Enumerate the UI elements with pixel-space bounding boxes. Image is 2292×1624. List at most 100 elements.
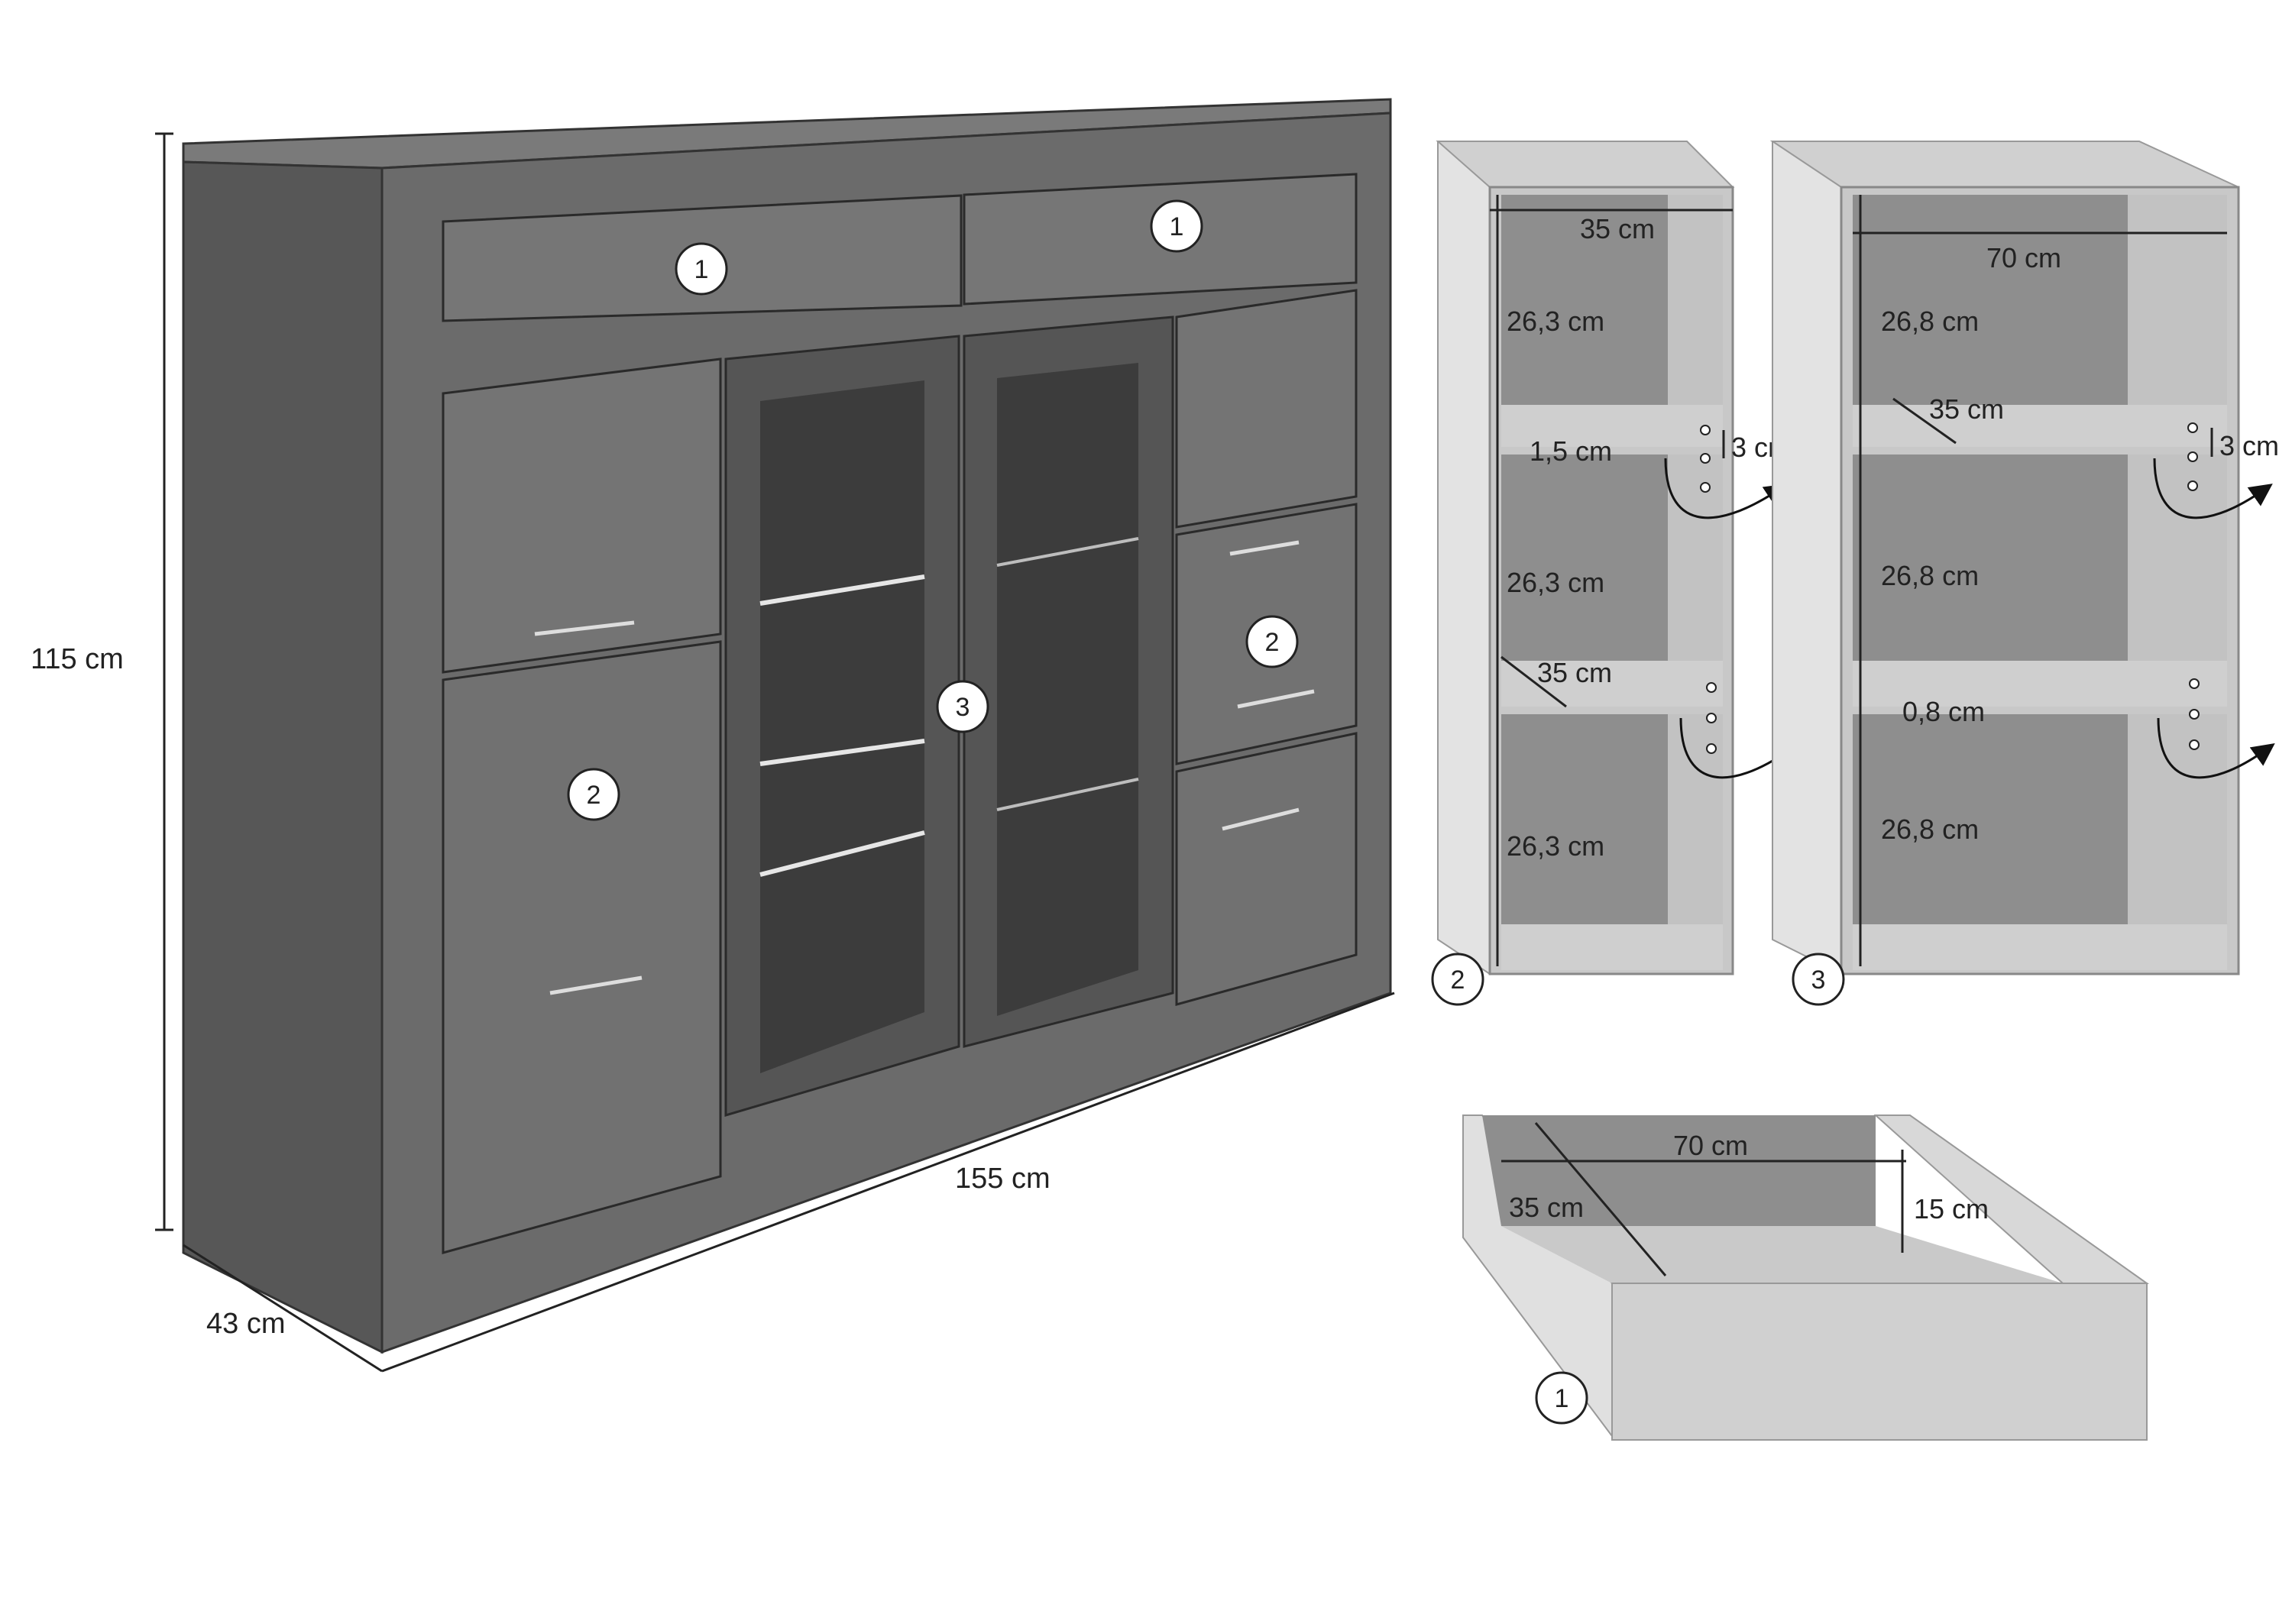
- shelf-adjust-arrow: [2157, 717, 2275, 779]
- door-left-lower: [442, 640, 722, 1254]
- drawer-1-badge: 1: [1535, 1371, 1588, 1425]
- drawer-1-diagram: 70 cm 35 cm 15 cm 1: [1462, 1114, 2150, 1441]
- badge-door-right-text: 2: [1265, 628, 1280, 657]
- drawer-1-bottom: [1501, 1226, 2063, 1283]
- cabinet-3-shelf: [1853, 405, 2227, 447]
- drawer-1-height-label: 15 cm: [1914, 1193, 1989, 1224]
- cabinet-3-shelf: [1853, 661, 2227, 707]
- cabinet-2-shelf: [1501, 661, 1723, 707]
- cabinet-3-compartment: [1853, 714, 2128, 924]
- cabinet-2-base: [1501, 924, 1723, 970]
- cabinet-2-compartment: [1501, 714, 1668, 924]
- cabinet-2-compartment-label-2: 26,3 cm: [1507, 567, 1604, 598]
- badge-drawer-right-text: 1: [1170, 212, 1184, 241]
- shelf-peg-hole: [1700, 425, 1711, 435]
- drawer-1-depth-label: 35 cm: [1509, 1192, 1584, 1223]
- door-left-upper: [442, 357, 722, 674]
- shelf-peg-hole: [1706, 682, 1717, 693]
- handle: [534, 620, 635, 636]
- glass-pane-left: [760, 380, 924, 1073]
- door-right-lower: [1175, 732, 1358, 1006]
- badge-drawer-left-text: 1: [694, 255, 709, 284]
- shelf-peg-hole: [2187, 480, 2198, 491]
- shelf-peg-hole: [2189, 678, 2200, 689]
- glass-pane-right: [997, 363, 1138, 1016]
- badge-door-right: 2: [1245, 615, 1299, 668]
- cabinet-2-compartment-label-1: 26,3 cm: [1507, 306, 1604, 337]
- badge-drawer-left: 1: [675, 242, 728, 296]
- cabinet-3-side: [1772, 141, 1842, 975]
- shelf-peg-hole: [1706, 743, 1717, 754]
- depth-label: 43 cm: [206, 1308, 285, 1340]
- cabinet-3-badge-text: 3: [1811, 966, 1826, 995]
- width-dimension-line: [381, 992, 1395, 1373]
- cabinet-3-base: [1853, 924, 2227, 970]
- cabinet-3-shelf-thickness-label: 0,8 cm: [1902, 696, 1985, 727]
- sideboard-side-panel: [182, 160, 384, 1354]
- cabinet-2-width-label: 35 cm: [1580, 213, 1655, 244]
- glass-shelf: [759, 739, 925, 766]
- shelf-peg-hole: [1700, 453, 1711, 464]
- cabinet-3-compartment: [1853, 455, 2128, 661]
- badge-drawer-right: 1: [1150, 199, 1203, 253]
- shelf-adjust-arrow: [2153, 458, 2273, 519]
- cabinet-2-depth-line: [1500, 655, 1567, 708]
- cabinet-2-shelf-thickness-label: 1,5 cm: [1530, 435, 1612, 467]
- shelf-peg-hole: [1706, 713, 1717, 723]
- cabinet-2-depth-label: 35 cm: [1537, 657, 1612, 688]
- cabinet-3-compartment-label-2: 26,8 cm: [1881, 560, 1979, 591]
- shelf-peg-hole: [2187, 422, 2198, 433]
- cabinet-2-top: [1436, 141, 1735, 188]
- cabinet-2-inner-wall: [1668, 714, 1723, 970]
- depth-dimension-line: [183, 1244, 383, 1373]
- drawer-1-front: [1611, 1283, 2148, 1441]
- cabinet-2-side: [1437, 141, 1491, 975]
- glass-shelf: [996, 537, 1139, 567]
- glass-shelf: [759, 574, 925, 606]
- cabinet-3-compartment-label-1: 26,8 cm: [1881, 306, 1979, 337]
- width-label: 155 cm: [955, 1163, 1050, 1195]
- cabinet-2-compartment: [1501, 195, 1668, 405]
- cabinet-3-depth-label: 35 cm: [1929, 393, 2004, 425]
- shelf-peg-hole: [1700, 482, 1711, 493]
- handle: [1229, 540, 1300, 556]
- cabinet-3-top: [1769, 141, 2239, 188]
- drawer-1-width-label: 70 cm: [1673, 1130, 1748, 1161]
- sideboard-illustration: 115 cm 155 cm 43 cm 1 1 2 3 2: [31, 98, 1395, 1373]
- cabinet-3-inner-wall: [2128, 195, 2227, 447]
- cabinet-2-diagram: 35 cm 26,3 cm 1,5 cm 3 cm 26,3 cm 35 cm …: [1431, 141, 1799, 1006]
- cabinet-3-compartment: [1853, 195, 2128, 405]
- badge-door-left: 2: [567, 768, 620, 821]
- cabinet-2-compartment-label-3: 26,3 cm: [1507, 830, 1604, 862]
- cabinet-2-badge-text: 2: [1451, 966, 1465, 995]
- cabinet-2-badge: 2: [1431, 953, 1484, 1006]
- shelf-peg-hole: [2187, 451, 2198, 462]
- glass-shelf: [996, 778, 1139, 811]
- cabinet-3-badge: 3: [1792, 953, 1845, 1006]
- shelf-peg-hole: [2189, 739, 2200, 750]
- cabinet-2-compartment: [1501, 455, 1668, 661]
- handle: [1222, 807, 1300, 831]
- cabinet-3-width-label: 70 cm: [1986, 242, 2061, 273]
- badge-glass-door-text: 3: [956, 693, 970, 722]
- shelf-peg-hole: [2189, 709, 2200, 720]
- shelf-adjust-arrow: [1664, 458, 1788, 519]
- drawer-1-badge-text: 1: [1555, 1384, 1569, 1413]
- height-label: 115 cm: [31, 643, 124, 675]
- cabinet-3-hole-spacing-label: 3 cm: [2219, 430, 2279, 461]
- cabinet-2-inner-wall: [1668, 195, 1723, 447]
- cabinet-3-depth-line: [1892, 397, 1957, 445]
- handle: [549, 975, 643, 995]
- door-right-upper: [1175, 289, 1358, 529]
- handle: [1237, 689, 1315, 709]
- shelf-adjust-arrow: [1679, 717, 1799, 779]
- cabinet-3-diagram: 70 cm 26,8 cm 35 cm 3 cm 26,8 cm 0,8 cm …: [1769, 141, 2279, 1006]
- drawer-1-back: [1482, 1115, 1876, 1226]
- drawer-1-depth-line: [1534, 1122, 1667, 1276]
- badge-door-left-text: 2: [587, 781, 601, 810]
- badge-glass-door: 3: [936, 680, 989, 733]
- cabinet-2-shelf: [1501, 405, 1723, 447]
- glass-shelf: [759, 830, 925, 877]
